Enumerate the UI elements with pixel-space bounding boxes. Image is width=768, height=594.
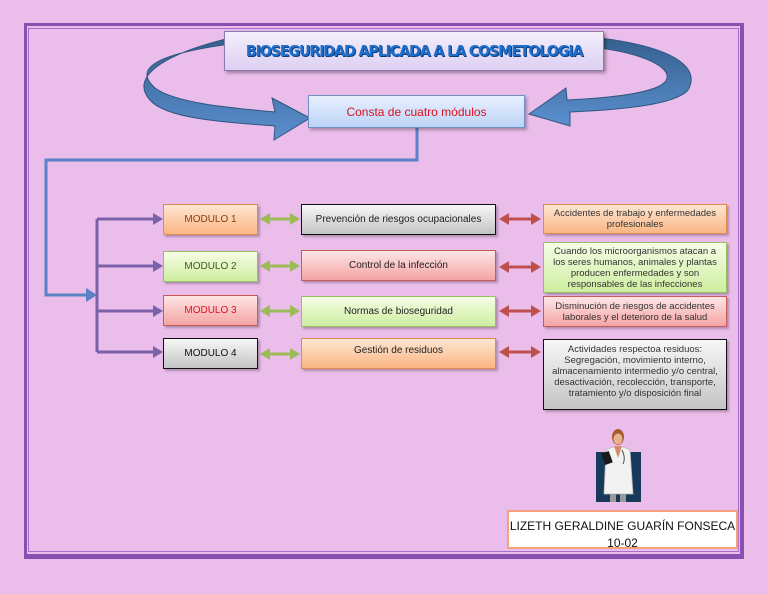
curved-arrow-left [143,37,312,141]
description-box-4: Actividades respectoa residuos: Segregac… [543,339,727,410]
description-text: Disminución de riesgos de accidentes lab… [555,300,715,323]
main-connector-arrowhead [86,288,97,302]
module-label: MODULO 4 [184,348,237,359]
topic-label: Gestión de residuos [354,345,443,356]
main-connector-line [44,128,419,297]
topic-box-4: Gestión de residuos [301,338,496,369]
page-frame-inner [28,28,739,552]
module-branch-arrows [97,213,163,358]
author-box: LIZETH GERALDINE GUARÍN FONSECA 10-02 [507,510,738,549]
topic-box-2: Control de la infección [301,250,496,281]
doctor-icon [596,429,641,502]
module-box-4: MODULO 4 [163,338,258,369]
module-label: MODULO 1 [184,214,237,225]
module-label: MODULO 3 [184,305,237,316]
page-frame-outer [24,23,744,559]
description-text: Actividades respectoa residuos: Segregac… [552,344,718,399]
description-text: Cuando los microorganismos atacan a los … [553,245,717,290]
topic-label: Control de la infección [349,260,448,271]
description-box-2: Cuando los microorganismos atacan a los … [543,242,727,293]
green-double-arrows [260,213,300,360]
topic-box-3: Normas de bioseguridad [301,296,496,327]
curved-arrow-right [527,37,692,127]
module-label: MODULO 2 [184,261,237,272]
module-box-2: MODULO 2 [163,251,258,282]
author-name: LIZETH GERALDINE GUARÍN FONSECA [509,519,736,533]
module-box-1: MODULO 1 [163,204,258,235]
description-box-1: Accidentes de trabajo y enfermedades pro… [543,204,727,234]
module-box-3: MODULO 3 [163,295,258,326]
topic-label: Normas de bioseguridad [344,306,453,317]
subtitle-text: Consta de cuatro módulos [346,104,487,119]
title-banner: BIOSEGURIDAD APLICADA A LA COSMETOLOGIA [224,31,604,71]
description-box-3: Disminución de riesgos de accidentes lab… [543,296,727,327]
subtitle-box: Consta de cuatro módulos [308,95,525,128]
topic-label: Prevención de riesgos ocupacionales [315,214,482,225]
page-title: BIOSEGURIDAD APLICADA A LA COSMETOLOGIA [245,42,584,60]
red-double-arrows [499,213,541,358]
topic-box-1: Prevención de riesgos ocupacionales [301,204,496,235]
author-group: 10-02 [607,536,638,549]
description-text: Accidentes de trabajo y enfermedades pro… [553,208,717,230]
